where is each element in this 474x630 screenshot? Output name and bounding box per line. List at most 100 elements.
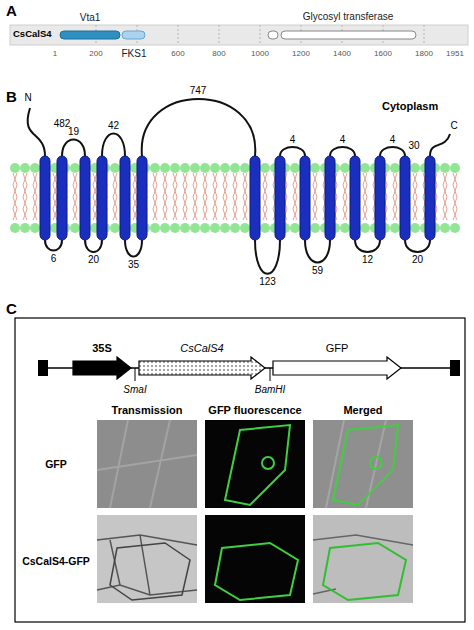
label: 1200 <box>292 49 310 58</box>
lipid-tail <box>365 173 367 220</box>
lipid-tail <box>133 173 135 220</box>
label: B <box>6 88 17 105</box>
label: 35 <box>128 259 139 271</box>
loop-line <box>62 140 85 157</box>
label: SmaI <box>123 384 146 396</box>
loop-line <box>405 240 430 252</box>
label: 1951 <box>446 49 464 58</box>
label: 20 <box>88 254 99 266</box>
loop-line <box>45 240 62 251</box>
lipid-head <box>310 223 320 233</box>
lipid-tail <box>15 173 17 220</box>
construct-part: CsCalS4 <box>138 340 266 380</box>
lipid-head <box>200 163 210 173</box>
lipid-head <box>200 223 210 233</box>
lipid-head <box>150 223 160 233</box>
label: 800 <box>212 49 225 58</box>
loop-line <box>255 240 280 274</box>
lipid-tail <box>445 173 447 220</box>
lipid-tail <box>175 173 177 220</box>
lipid-head <box>290 223 300 233</box>
lipid-tail <box>313 173 315 220</box>
label: 30 <box>408 140 419 152</box>
lipid-tail <box>265 173 267 220</box>
lipid-tail <box>185 173 187 220</box>
label: GFP <box>45 458 67 470</box>
gene-arrow <box>139 357 265 379</box>
fks1-domain <box>122 31 145 39</box>
label: 200 <box>89 49 102 58</box>
tm-helix <box>350 156 360 240</box>
site-tick <box>135 368 136 381</box>
construct-part: GFP <box>272 340 402 380</box>
lipid-tail <box>223 173 225 220</box>
lipid-head <box>170 223 180 233</box>
arrow-shape <box>272 356 402 380</box>
lipid-tail <box>73 173 75 220</box>
lipid-head <box>20 163 30 173</box>
tm-helix <box>325 156 335 240</box>
lipid-head <box>230 163 240 173</box>
label: 20 <box>412 254 423 266</box>
label: 1600 <box>374 49 392 58</box>
lipid-tail <box>263 173 265 220</box>
label: 1 <box>53 49 57 58</box>
lipid-head <box>70 163 80 173</box>
lipid-head <box>150 163 160 173</box>
lipid-tail <box>193 173 195 220</box>
lipid-tail <box>35 173 37 220</box>
lipid-tail <box>235 173 237 220</box>
lipid-head <box>310 163 320 173</box>
label: 19 <box>68 126 79 138</box>
lipid-tail <box>13 173 15 220</box>
label: 4 <box>290 134 296 146</box>
label: A <box>6 2 17 19</box>
tm-helix <box>40 156 50 240</box>
lipid-tail <box>453 173 455 220</box>
lipid-tail <box>165 173 167 220</box>
lipid-head <box>450 163 460 173</box>
loop-line <box>85 240 102 252</box>
lipid-tail <box>413 173 415 220</box>
lipid-head <box>340 223 350 233</box>
lipid-tail <box>295 173 297 220</box>
construct-part: 35S <box>72 340 132 380</box>
lipid-tail <box>415 173 417 220</box>
lipid-tail <box>215 173 217 220</box>
label: 123 <box>259 276 276 288</box>
label: 59 <box>312 265 323 277</box>
lipid-head <box>160 163 170 173</box>
arrow-shape <box>138 356 266 380</box>
loop-line <box>142 99 256 156</box>
topology <box>28 99 450 274</box>
lipid-tail <box>195 173 197 220</box>
lipid-head <box>10 163 20 173</box>
tm-helix <box>57 156 67 240</box>
part-name: GFP <box>272 340 402 356</box>
lipid-head <box>110 223 120 233</box>
lipid-tail <box>93 173 95 220</box>
tm-helix <box>120 156 130 240</box>
label: 482 <box>54 118 71 130</box>
tm-helix <box>375 156 385 240</box>
lipid-tail <box>443 173 445 220</box>
loop-line <box>355 240 380 252</box>
lipid-head <box>180 163 190 173</box>
label: Merged <box>343 404 382 417</box>
lipid-tail <box>23 173 25 220</box>
lipid-tail <box>163 173 165 220</box>
label: GFP fluorescence <box>208 404 301 417</box>
lipid-tail <box>25 173 27 220</box>
lipid-tail <box>315 173 317 220</box>
label: N <box>24 92 31 104</box>
tm-helix <box>300 156 310 240</box>
protein-bar <box>10 25 468 45</box>
lipid-head <box>220 163 230 173</box>
label: 12 <box>362 254 373 266</box>
label: Transmission <box>112 404 183 417</box>
lipid-tail <box>155 173 157 220</box>
loop-line <box>380 147 405 156</box>
lipid-head <box>440 163 450 173</box>
lipid-tail <box>233 173 235 220</box>
lipid-head <box>160 223 170 233</box>
